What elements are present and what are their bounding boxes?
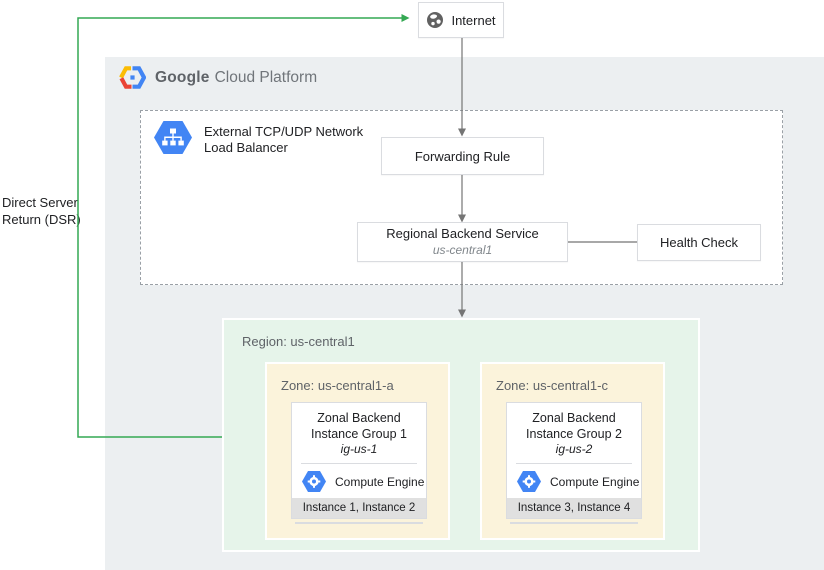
instance-group-title: Zonal Backend Instance Group 1 <box>292 410 426 442</box>
instance-group-card-body: Zonal Backend Instance Group 1 ig-us-1 <box>291 402 427 498</box>
internet-node: Internet <box>418 2 504 38</box>
stacked-card-edge <box>510 522 638 524</box>
load-balancer-heading: External TCP/UDP Network Load Balancer <box>154 121 363 156</box>
compute-engine-row: Compute Engine <box>292 471 426 492</box>
internet-label: Internet <box>451 12 496 28</box>
instance-group-title-line1: Zonal Backend <box>317 411 401 425</box>
load-balancer-title-line2: Load Balancer <box>204 140 288 155</box>
instance-group-title-line2: Instance Group 1 <box>311 427 407 441</box>
gcp-brand: Google <box>155 68 210 86</box>
compute-engine-hexagon-icon <box>517 471 541 492</box>
stacked-card-edge <box>295 522 423 524</box>
zone-us-central1-a-container: Zone: us-central1-a Zonal Backend Instan… <box>265 362 450 540</box>
instance-group-id: ig-us-1 <box>340 442 378 456</box>
backend-service-label: Regional Backend Service <box>386 226 539 241</box>
zone-us-central1-c-container: Zone: us-central1-c Zonal Backend Instan… <box>480 362 665 540</box>
compute-engine-label: Compute Engine <box>550 474 640 489</box>
backend-service-region: us-central1 <box>432 243 493 257</box>
compute-engine-label: Compute Engine <box>335 474 425 489</box>
zone-label: Zone: us-central1-a <box>281 378 394 393</box>
forwarding-rule-node: Forwarding Rule <box>381 137 544 175</box>
card-divider <box>301 463 417 464</box>
instance-list: Instance 3, Instance 4 <box>506 498 642 519</box>
load-balancer-title-line1: External TCP/UDP Network <box>204 124 364 139</box>
forwarding-rule-label: Forwarding Rule <box>414 148 511 164</box>
instance-group-card-2: Zonal Backend Instance Group 2 ig-us-2 <box>506 402 642 524</box>
card-divider <box>516 463 632 464</box>
gcp-brand-suffix: Cloud Platform <box>214 68 318 86</box>
instance-group-title-line2: Instance Group 2 <box>526 427 622 441</box>
dsr-annotation: Direct Server Return (DSR) <box>2 194 81 228</box>
instance-group-title: Zonal Backend Instance Group 2 <box>507 410 641 442</box>
region-us-central1-container: Region: us-central1 Zone: us-central1-a … <box>222 318 700 552</box>
instance-group-id: ig-us-2 <box>555 442 593 456</box>
network-load-balancer-hexagon-icon <box>154 121 192 154</box>
compute-engine-hexagon-icon <box>302 471 326 492</box>
dsr-annotation-line2: Return (DSR) <box>2 212 81 227</box>
load-balancer-title: External TCP/UDP Network Load Balancer <box>204 121 363 156</box>
compute-engine-row: Compute Engine <box>507 471 641 492</box>
instance-list: Instance 1, Instance 2 <box>291 498 427 519</box>
health-check-label: Health Check <box>659 235 739 250</box>
zone-label: Zone: us-central1-c <box>496 378 608 393</box>
instance-group-card-body: Zonal Backend Instance Group 2 ig-us-2 <box>506 402 642 498</box>
regional-backend-service-node: Regional Backend Service us-central1 <box>357 222 568 262</box>
health-check-node: Health Check <box>637 224 761 261</box>
instance-group-card-1: Zonal Backend Instance Group 1 ig-us-1 <box>291 402 427 524</box>
region-label: Region: us-central1 <box>242 334 355 349</box>
dsr-annotation-line1: Direct Server <box>2 195 78 210</box>
gcp-hexagon-logo-icon <box>119 66 146 89</box>
globe-icon <box>427 12 444 28</box>
instance-group-title-line1: Zonal Backend <box>532 411 616 425</box>
